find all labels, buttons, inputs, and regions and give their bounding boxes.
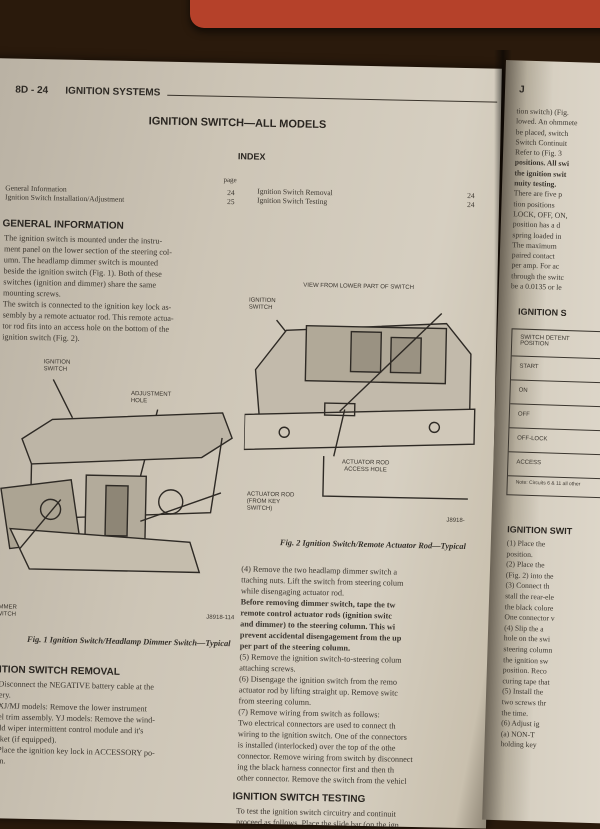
fig2-label-actuator-rod: ACTUATOR ROD (FROM KEY SWITCH) — [246, 491, 295, 513]
removal-text: (1) Disconnect the NEGATIVE battery cabl… — [0, 679, 156, 766]
general-info-text: The ignition switch is mounted under the… — [2, 233, 174, 343]
fig1-caption: Fig. 1 Ignition Switch/Headlamp Dimmer S… — [26, 634, 231, 649]
testing-text: To test the ignition switch circuitry an… — [235, 806, 399, 829]
fig2-caption: Fig. 2 Ignition Switch/Remote Actuator R… — [279, 538, 466, 552]
manual-page-left: 8D - 24 IGNITION SYSTEMS IGNITION SWITCH… — [0, 58, 502, 829]
section-name: IGNITION SYSTEMS — [65, 85, 161, 99]
install-text: (1) Place the position. (2) Place the (F… — [500, 538, 555, 750]
right-column-text: (4) Remove the two headlamp dimmer switc… — [236, 564, 413, 786]
fig2-switch-drawing — [243, 313, 476, 500]
index-page: 25 — [226, 196, 235, 207]
fig1-code: J8918-114 — [206, 614, 235, 622]
header-rule — [167, 94, 498, 103]
right-page-letter: J — [518, 84, 525, 96]
install-heading: IGNITION SWIT — [507, 524, 573, 537]
table-title: IGNITION S — [517, 306, 567, 319]
index-item: Ignition Switch Testing — [256, 195, 328, 207]
switch-position-table: SWITCH DETENT POSITION START ON OFF OFF-… — [506, 328, 600, 500]
index-item: Ignition Switch Installation/Adjustment — [5, 192, 125, 204]
fig2-label-actuator-rod-access: ACTUATOR ROD ACCESS HOLE — [341, 459, 390, 474]
index-label: INDEX — [237, 151, 266, 162]
table-header: SWITCH DETENT POSITION — [511, 329, 600, 361]
table-note: Note: Circuits 6 & 11 all other — [515, 479, 581, 488]
red-folder — [190, 0, 600, 28]
fig1-label-dimmer-switch: DIMMER SWITCH — [0, 604, 17, 618]
page-number: 8D - 24 — [15, 84, 49, 97]
far-right-text: tion switch) (Fig. lowed. An ohmmete be … — [510, 106, 578, 292]
general-info-heading: GENERAL INFORMATION — [2, 218, 124, 232]
testing-heading: IGNITION SWITCH TESTING — [232, 791, 366, 806]
page-title: IGNITION SWITCH—ALL MODELS — [148, 115, 327, 132]
fig1-switch-drawing — [0, 379, 233, 574]
index-page: 24 — [466, 200, 475, 210]
fig2-code: J8918- — [446, 517, 465, 525]
index-page-label: page — [223, 175, 237, 185]
removal-heading: IGNITION SWITCH REMOVAL — [0, 663, 120, 678]
